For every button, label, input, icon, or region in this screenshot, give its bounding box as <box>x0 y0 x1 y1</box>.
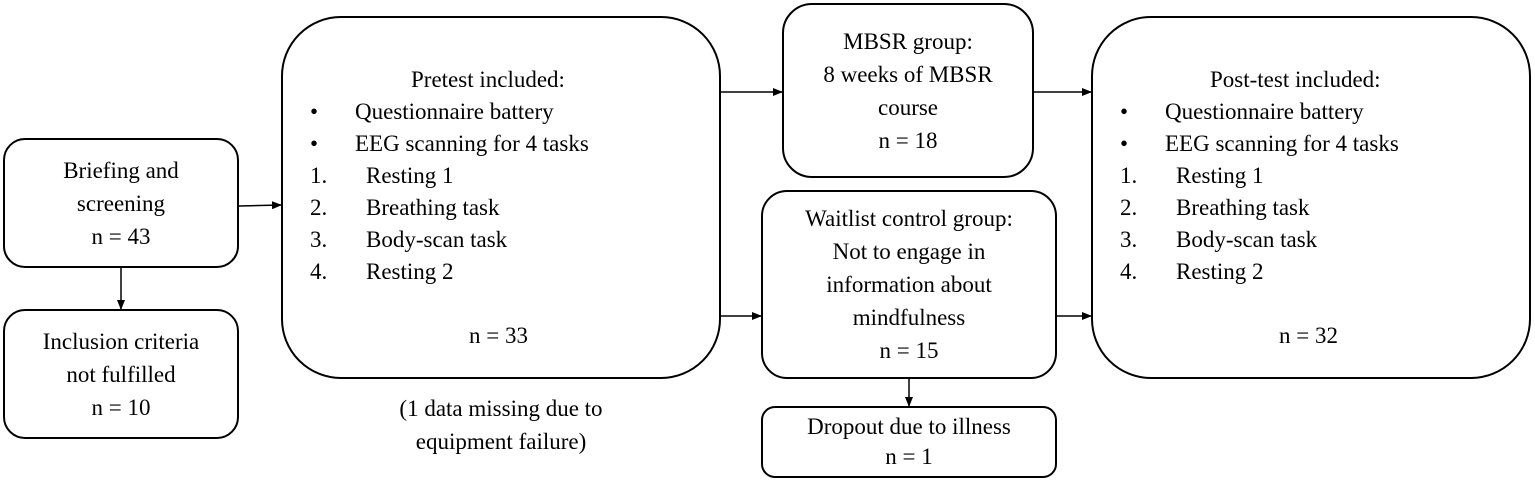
pretest-task-1-label: Resting 1 <box>366 163 454 188</box>
waitlist-line-1: Waitlist control group: <box>805 206 1013 231</box>
pretest-note-line-1: (1 data missing due to <box>399 396 603 421</box>
pretest-count: n = 33 <box>469 323 528 348</box>
posttest-title: Post-test included: <box>1210 67 1381 92</box>
pretest-task-3-label: Body-scan task <box>366 227 508 252</box>
posttest-task-2-label: Breathing task <box>1176 195 1310 220</box>
posttest-count: n = 32 <box>1279 323 1338 348</box>
dropout-box: Dropout due to illness n = 1 <box>761 406 1057 478</box>
posttest-task-1-label: Resting 1 <box>1176 163 1264 188</box>
waitlist-line-2: Not to engage in <box>832 239 986 264</box>
mbsr-line-3: course <box>877 94 939 120</box>
posttest-task-1-num: 1. <box>1120 163 1138 188</box>
dropout-line-1: Dropout due to illness <box>807 414 1011 439</box>
pretest-task-4-label: Resting 2 <box>366 259 454 284</box>
dropout-count: n = 1 <box>885 444 933 469</box>
waitlist-line-4: mindfulness <box>852 305 966 330</box>
pretest-task-4-num: 4. <box>310 259 328 284</box>
posttest-bullet-1-label: Questionnaire battery <box>1165 99 1364 124</box>
pretest-note: (1 data missing due to equipment failure… <box>341 392 661 458</box>
inclusion-line-1: Inclusion criteria <box>42 328 200 354</box>
bullet-marker: • <box>1120 131 1129 156</box>
pretest-task-2-label: Breathing task <box>366 195 500 220</box>
bullet-marker: • <box>1120 99 1129 124</box>
briefing-count: n = 43 <box>91 223 151 249</box>
pretest-task-2-num: 2. <box>310 195 328 220</box>
bullet-marker: • <box>310 99 319 124</box>
inclusion-count: n = 10 <box>91 394 151 420</box>
mbsr-count: n = 18 <box>878 127 938 153</box>
waitlist-control-box: Waitlist control group: Not to engage in… <box>761 190 1057 379</box>
posttest-box: Post-test included: • Questionnaire batt… <box>1091 16 1531 379</box>
posttest-task-2-num: 2. <box>1120 195 1138 220</box>
inclusion-line-2: not fulfilled <box>66 361 176 387</box>
pretest-box: Pretest included: • Questionnaire batter… <box>281 16 721 379</box>
waitlist-line-3: information about <box>826 272 992 297</box>
briefing-line-1: Briefing and <box>63 157 179 183</box>
pretest-bullet-2-label: EEG scanning for 4 tasks <box>355 131 589 156</box>
pretest-note-line-2: equipment failure) <box>415 429 587 454</box>
posttest-task-3-label: Body-scan task <box>1176 227 1318 252</box>
mbsr-group-box: MBSR group: 8 weeks of MBSR course n = 1… <box>782 3 1034 178</box>
briefing-line-2: screening <box>76 190 166 216</box>
inclusion-criteria-box: Inclusion criteria not fulfilled n = 10 <box>3 309 239 439</box>
posttest-task-4-num: 4. <box>1120 259 1138 284</box>
posttest-task-4-label: Resting 2 <box>1176 259 1264 284</box>
mbsr-line-1: MBSR group: <box>843 28 973 54</box>
pretest-title: Pretest included: <box>411 67 565 92</box>
briefing-box: Briefing and screening n = 43 <box>3 138 239 268</box>
mbsr-line-2: 8 weeks of MBSR <box>823 61 993 87</box>
pretest-task-3-num: 3. <box>310 227 328 252</box>
posttest-bullet-2-label: EEG scanning for 4 tasks <box>1165 131 1399 156</box>
bullet-marker: • <box>310 131 319 156</box>
pretest-task-1-num: 1. <box>310 163 328 188</box>
posttest-task-3-num: 3. <box>1120 227 1138 252</box>
waitlist-count: n = 15 <box>879 338 939 363</box>
arrow-briefing-to-pretest <box>238 201 282 210</box>
pretest-bullet-1-label: Questionnaire battery <box>355 99 554 124</box>
